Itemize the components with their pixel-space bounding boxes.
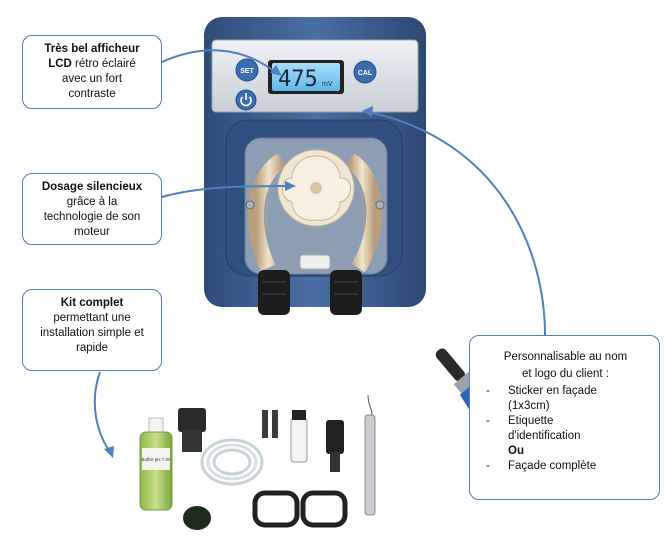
lcd-screen	[272, 63, 340, 91]
callout-silent-line2: grâce à la	[66, 196, 118, 208]
callout-display: Très bel afficheur LCD rétro éclairé ave…	[22, 35, 162, 109]
callout-custom-head1: Personnalisable au nom	[503, 351, 628, 363]
callout-silent: Dosage silencieux grâce à la technologie…	[22, 173, 162, 245]
power-button[interactable]	[235, 89, 257, 111]
lcd-unit: mV	[322, 81, 333, 88]
callout-display-line4: contraste	[68, 88, 116, 100]
callout-kit: Kit complet permettant une installation …	[22, 289, 162, 371]
callout-kit-line3: installation simple et	[40, 327, 144, 339]
list-item: -Etiquette	[486, 415, 554, 427]
callout-custom-head2: et logo du client :	[522, 368, 609, 380]
pump-rotor	[277, 149, 355, 227]
set-button[interactable]: SET	[235, 58, 259, 82]
callout-display-bold2: LCD	[48, 58, 72, 70]
callout-silent-line4: moteur	[74, 226, 110, 238]
callout-kit-line4: rapide	[76, 342, 108, 354]
dosing-pump: 475 mV SET CAL	[204, 17, 426, 315]
callout-silent-bold: Dosage silencieux	[41, 181, 143, 193]
callout-silent-line3: technologie de son	[43, 211, 141, 223]
lcd-value: 475	[278, 67, 318, 92]
callout-display-rest1: rétro éclairé	[71, 58, 136, 70]
callout-custom-list: -Sticker en façade (1x3cm) -Etiquette d'…	[482, 384, 649, 474]
list-item: -Façade complète	[486, 460, 597, 472]
bottle-label: Buffer pH 7.00	[142, 457, 171, 462]
list-item: Ou	[508, 445, 524, 457]
arrow-heads	[104, 65, 373, 458]
power-icon	[240, 93, 252, 107]
cal-button[interactable]: CAL	[353, 60, 377, 84]
list-item: (1x3cm)	[508, 400, 550, 412]
kit-items: Buffer pH 7.00	[139, 394, 376, 530]
callout-kit-bold: Kit complet	[60, 297, 124, 309]
callout-display-bold1: Très bel afficheur	[44, 43, 140, 55]
svg-text:CAL: CAL	[358, 70, 373, 77]
callout-custom: Personnalisable au nom et logo du client…	[469, 335, 660, 500]
svg-text:SET: SET	[240, 68, 254, 75]
list-item: d'identification	[508, 430, 581, 442]
callout-display-line3: avec un fort	[61, 73, 123, 85]
list-item: -Sticker en façade	[486, 385, 597, 397]
callout-arrows	[93, 49, 546, 453]
callout-kit-line2: permettant une	[53, 312, 131, 324]
